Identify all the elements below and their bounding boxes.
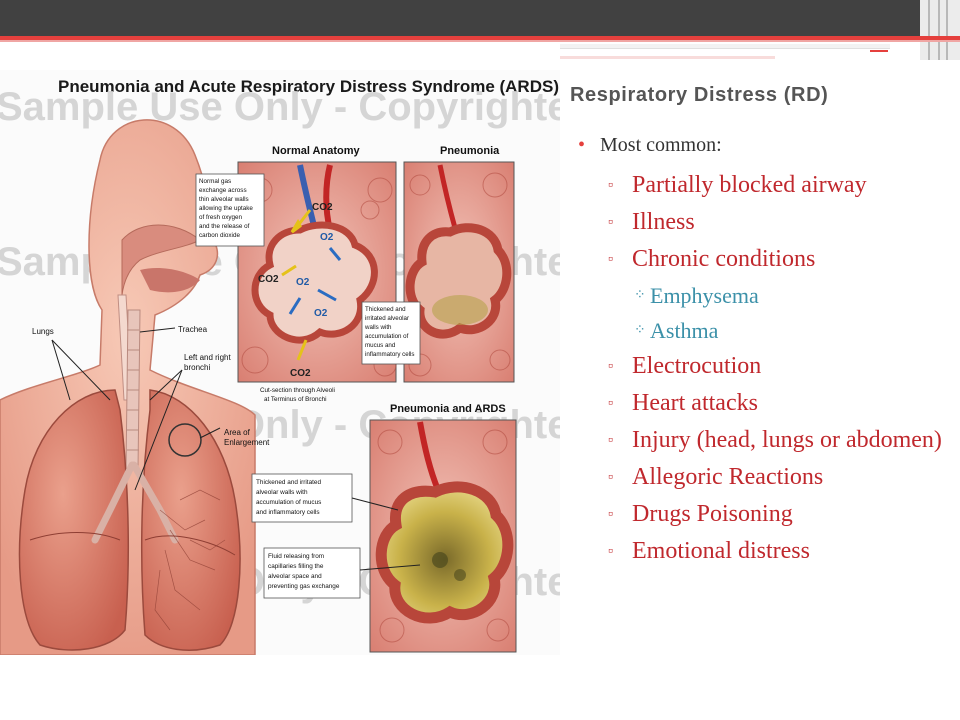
square-bullet-icon: ▫ [608, 396, 613, 411]
figure-title: Pneumonia and Acute Respiratory Distress… [58, 77, 559, 96]
callout-text: alveolar space and [268, 573, 322, 580]
label-co2: CO2 [290, 368, 311, 379]
bullet-item-allegoric-reactions: ▫ Allegoric Reactions [578, 462, 953, 493]
square-bullet-icon: ▫ [608, 359, 613, 374]
top-bar [0, 0, 960, 36]
square-bullet-icon: ▫ [608, 178, 613, 193]
callout-text: and the release of [199, 223, 250, 230]
label-co2: CO2 [258, 274, 279, 285]
bullet-most-common: • Most common: [578, 132, 953, 158]
bullet-item-illness: ▫ Illness [578, 207, 953, 238]
square-bullet-icon: ▫ [608, 252, 613, 267]
callout-text: Thickened and irritated [256, 479, 321, 486]
callout-text: exchange across [199, 187, 247, 194]
label-trachea: Trachea [178, 325, 208, 334]
diamond-bullet-icon: ⁘ [634, 323, 646, 338]
callout-text: Thickened and [365, 306, 406, 313]
accent-rule [560, 44, 890, 49]
label-enlargement: Area of [224, 428, 251, 437]
callout-normal-gas [195, 173, 265, 247]
square-bullet-icon: ▫ [608, 470, 613, 485]
callout-text: Fluid releasing from [268, 553, 324, 560]
callout-text: accumulation of mucus [256, 499, 321, 506]
callout-text: inflammatory cells [365, 351, 415, 358]
label-co2: CO2 [312, 202, 333, 213]
square-bullet-icon: ▫ [608, 433, 613, 448]
top-bar-corner [920, 0, 960, 60]
callout-text: and inflammatory cells [256, 509, 320, 516]
callout-text: of fresh oxygen [199, 214, 243, 221]
callout-text: capillaries filling the [268, 563, 324, 570]
callout-text: accumulation of [365, 333, 409, 340]
bullet-item-partially-blocked-airway: ▫ Partially blocked airway [578, 170, 953, 201]
panel-title-pneumonia: Pneumonia [440, 145, 500, 157]
bullet-text: Illness [632, 209, 695, 235]
bullet-item-injury: ▫ Injury (head, lungs or abdomen) [578, 425, 953, 456]
square-bullet-icon: ▫ [608, 507, 613, 522]
accent-rule-red [870, 50, 888, 52]
callout-text: alveolar walls with [256, 489, 308, 496]
human-anatomy [0, 119, 256, 655]
square-bullet-icon: ▫ [608, 544, 613, 559]
bullet-dot-icon: • [578, 134, 586, 156]
bullet-text: Asthma [650, 318, 719, 343]
callout-text: thin alveolar walls [199, 196, 249, 203]
bullet-text: Emphysema [650, 283, 759, 308]
bullet-item-heart-attacks: ▫ Heart attacks [578, 388, 953, 419]
callout-text: irritated alveolar [365, 315, 409, 322]
red-rule [0, 36, 960, 40]
label-o2: O2 [314, 308, 328, 319]
bullet-text: Allegoric Reactions [632, 464, 824, 490]
bullet-item-emotional-distress: ▫ Emotional distress [578, 536, 953, 567]
accent-rule-pink [560, 56, 775, 59]
label-bronchi: Left and right [184, 353, 231, 362]
bullet-list: • Most common: ▫ Partially blocked airwa… [578, 132, 953, 573]
label-o2: O2 [320, 232, 334, 243]
callout-text: Normal gas [199, 178, 231, 185]
bullet-text: Emotional distress [632, 538, 810, 564]
callout-fluid [263, 547, 361, 599]
callout-thickened-bottom [251, 473, 353, 523]
medical-illustration: Pneumonia and Acute Respiratory Distress… [0, 70, 560, 655]
label-o2: O2 [296, 277, 310, 288]
watermark: Sample Use Only - Copyrighted Material [0, 85, 560, 129]
diamond-bullet-icon: ⁘ [634, 288, 646, 303]
bullet-item-asthma: ⁘ Asthma [578, 316, 953, 345]
callout-text: preventing gas exchange [268, 583, 340, 590]
bullet-text: Chronic conditions [632, 246, 816, 272]
bullet-text: Most common: [600, 134, 722, 156]
bullet-text: Heart attacks [632, 390, 758, 416]
callout-thickened-top [361, 301, 421, 365]
bullet-item-chronic-conditions: ▫ Chronic conditions [578, 244, 953, 275]
square-bullet-icon: ▫ [608, 215, 613, 230]
callout-text: walls with [364, 324, 392, 331]
callout-text: mucus and [365, 342, 396, 349]
caption-cut-section: Cut-section through Alveoli [260, 387, 335, 394]
bullet-text: Partially blocked airway [632, 172, 867, 198]
panel-title-normal: Normal Anatomy [272, 145, 360, 157]
slide-title: Respiratory Distress (RD) [570, 84, 829, 106]
bullet-item-electrocution: ▫ Electrocution [578, 351, 953, 382]
bullet-text: Injury (head, lungs or abdomen) [632, 427, 942, 453]
callout-text: carbon dioxide [199, 232, 240, 239]
label-bronchi: bronchi [184, 363, 210, 372]
red-rule-light [0, 40, 960, 42]
bullet-text: Electrocution [632, 353, 762, 379]
panel-title-ards: Pneumonia and ARDS [390, 403, 506, 415]
label-enlargement: Enlargement [224, 438, 270, 447]
bullet-item-emphysema: ⁘ Emphysema [578, 281, 953, 310]
bullet-text: Drugs Poisoning [632, 501, 793, 527]
label-lungs: Lungs [32, 327, 54, 336]
callout-text: allowing the uptake [199, 205, 253, 212]
caption-cut-section: at Terminus of Bronchi [264, 396, 327, 403]
bullet-item-drugs-poisoning: ▫ Drugs Poisoning [578, 499, 953, 530]
